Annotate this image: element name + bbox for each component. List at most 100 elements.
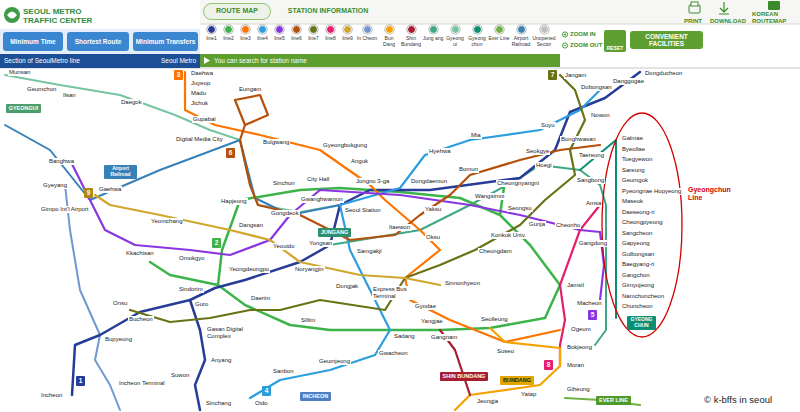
station-name: Yongsan [308,240,333,247]
station-name: Express Bus Terminal [372,286,414,300]
station-name: Byeollae [621,146,646,153]
zoom-icon [564,45,567,46]
station-name: Onsu [112,300,128,307]
header-background [0,0,800,68]
node-text: 7 [551,71,555,78]
legend-swatch [207,25,216,34]
station-name: Geumchon [26,86,57,93]
station-name: Cheongdam [478,248,513,255]
bundang-line [455,328,560,410]
line-badge: 9 [84,188,93,198]
node-text: Seoul Metro [161,57,196,64]
station-name: Giheung [566,386,591,393]
annotation-label: Gyeongchun Line [688,186,732,202]
station-name: Hapjeong [220,198,248,205]
line-badge: GYEONG CHUN [627,316,656,330]
option-button: Shortest Route [67,32,129,51]
tab: ROUTE MAP [203,3,271,20]
station-name: Jamsil [566,282,585,289]
legend-text: line4 [254,36,271,42]
station-name: Jangam [564,72,587,79]
node-text: 8 [547,361,551,368]
station-name: Madu [190,90,207,97]
section-bar: Section of SeoulMetro lineSeoul Metro [0,54,200,68]
legend-text: Ever Line [488,36,510,42]
station-name: Sangcheon [621,230,653,237]
legend-item: Gyeong ui [444,25,466,47]
node-text: Minimum Time [10,38,55,45]
station-name: Daehwa [190,70,214,77]
station-name: Digital Media City [175,136,224,143]
line-badge: 7 [548,70,557,80]
legend-item: Jung ang [422,25,444,42]
station-name: Gunja [528,221,546,228]
station-name: Yeongdeungpo [228,266,270,273]
legend-item: Gyeong chun [466,25,488,47]
node-text: ROUTE MAP [216,7,258,15]
legend-item: line5 [271,25,288,42]
station-name: Seoul Station [344,207,382,214]
line-badge: 1 [76,376,85,386]
node-text: RESET [607,46,624,52]
legend-text: Shin Bundang [400,36,422,47]
station-name: Gimyujeong [621,282,655,289]
station-name: Gapyeong [621,240,651,247]
station-name: Gyeongbokgung [322,142,368,149]
legend-item: In Cheon [356,25,378,42]
station-name: Dangsan [238,222,264,229]
station-name: Sadang [393,333,416,340]
station-name: Sanbon [272,368,295,375]
legend-text: Gyeong chun [466,36,488,47]
legend-item: Unopened Sector [532,25,556,47]
station-name: Ilsan [62,92,77,99]
node-text: Airport Railroad [107,166,135,178]
station-name: Seolleung [480,316,509,323]
station-name: Banghwa [48,158,75,165]
legend-item: line3 [237,25,254,42]
line-5 [70,160,600,255]
node-text: Shortest Route [75,38,122,45]
watermark: © k-bffs in seoul [704,394,772,405]
legend-swatch [495,25,504,34]
station-name: Chuncheon [621,303,654,310]
legend-item: line2 [220,25,237,42]
station-name: Juyeop [190,80,211,87]
station-name: Gwanghwamun [300,196,344,203]
legend-text: line1 [203,36,220,42]
station-name: Anyang [210,357,232,364]
station-name: Dobongsan [580,84,613,91]
legend-text: line6 [288,36,305,42]
station-name: Jeongja [476,398,499,405]
legend-item: line1 [203,25,220,42]
line-3 [185,72,560,342]
station-name: Moran [566,362,585,369]
option-button: Minimum Time [3,32,63,51]
legend-item: Bun Dang [378,25,400,47]
node-text: 5 [591,311,595,318]
station-name: Bomun [458,166,479,173]
station-name: Oido [254,400,269,407]
station-name: Wangsimni [474,193,505,200]
legend-swatch [451,25,460,34]
node-text: 3 [177,71,181,78]
station-name: Hoegi [535,162,553,169]
station-name: Yeouido [272,243,295,250]
station-name: Dongducheon [644,70,683,77]
station-name: Sillim [300,317,316,324]
station-name: Baegyang-ri [621,261,655,268]
station-name: Cheongnyangni [496,180,540,187]
legend-item: line9 [339,25,356,42]
legend-swatch [429,25,438,34]
toolbar-label: DOWNLOAD [710,18,746,25]
reset-button: RESET [604,30,626,52]
print-icon [691,2,698,6]
top-bar [200,0,800,24]
station-name: Gulbongsan [621,251,655,258]
toolbar-label: KOREAN ROUTEMAP [752,11,796,25]
node-text: You can search for station name [214,57,307,64]
line-6 [240,125,600,240]
line-badge: BUNDANG [500,376,534,385]
legend-text: line3 [237,36,254,42]
station-name: Jongno 3-ga [355,178,390,185]
station-name: Macheon [576,300,603,307]
